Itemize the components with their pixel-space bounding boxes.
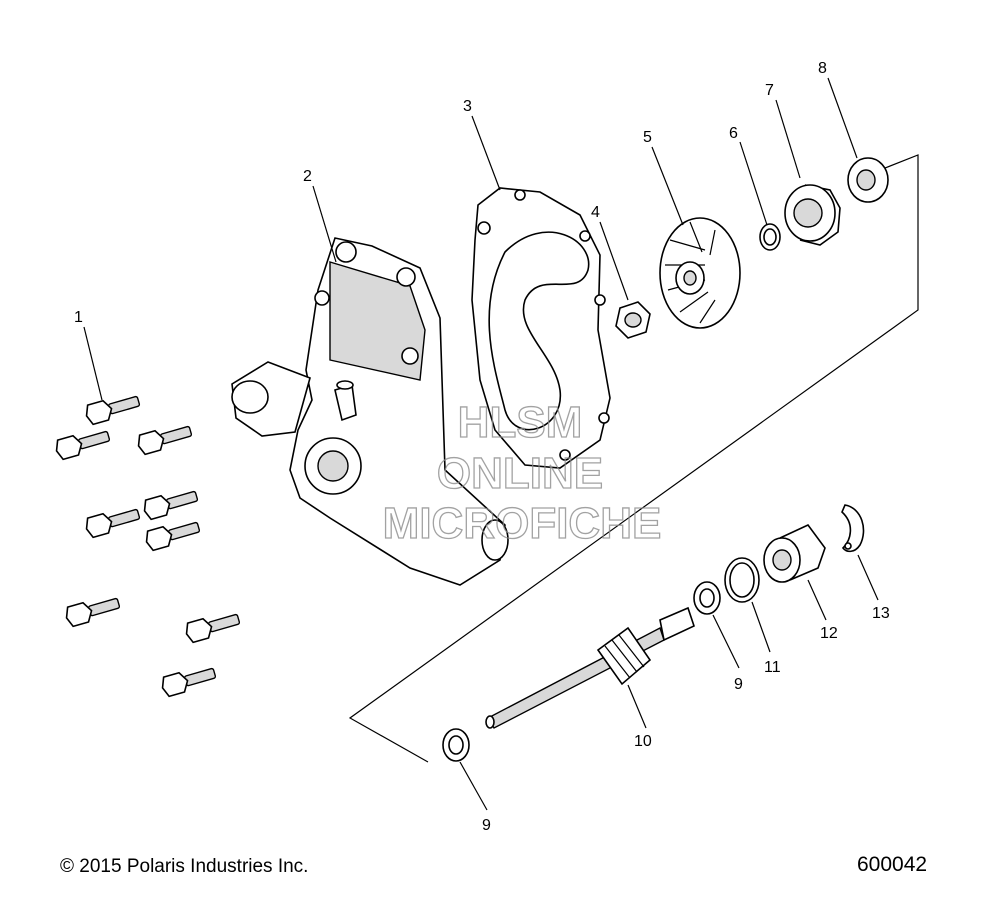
bolt xyxy=(143,490,199,521)
retaining-ring xyxy=(841,504,865,553)
callout-6: 6 xyxy=(729,125,738,142)
bolt xyxy=(65,597,121,628)
bearing xyxy=(763,523,826,583)
watermark-line-1: HLSM xyxy=(458,398,583,447)
pump-housing xyxy=(231,237,509,586)
callout-9-lower: 9 xyxy=(482,817,491,834)
pump-shaft xyxy=(485,606,695,729)
bolt-group xyxy=(55,395,241,698)
copyright-text: © 2015 Polaris Industries Inc. xyxy=(60,856,309,877)
bolt xyxy=(85,395,141,426)
bolt xyxy=(185,613,241,644)
callout-8: 8 xyxy=(818,60,827,77)
callout-11: 11 xyxy=(764,659,781,676)
bolt xyxy=(145,521,201,552)
seal xyxy=(784,184,841,246)
callout-2: 2 xyxy=(303,168,312,185)
gasket xyxy=(471,187,611,469)
callout-1: 1 xyxy=(74,309,83,326)
callout-labels: 1 2 3 4 5 6 7 8 9 10 9 11 12 13 xyxy=(74,60,890,834)
bolt xyxy=(85,508,141,539)
watermark-line-3: MICROFICHE xyxy=(383,499,662,548)
callout-12: 12 xyxy=(820,625,838,642)
callout-9-upper: 9 xyxy=(734,676,743,693)
bolt xyxy=(55,430,111,461)
callout-10: 10 xyxy=(634,733,652,750)
o-ring-large xyxy=(724,557,760,603)
impeller-nut xyxy=(615,301,651,339)
leader-lines xyxy=(83,77,879,811)
bolt xyxy=(137,425,193,456)
washer-lower xyxy=(442,728,470,762)
bolt xyxy=(161,667,217,698)
figure-number: 600042 xyxy=(857,853,928,876)
watermark-line-2: ONLINE xyxy=(437,449,603,498)
washer-upper xyxy=(693,581,721,615)
callout-4: 4 xyxy=(591,204,600,221)
o-ring xyxy=(759,223,781,251)
callout-13: 13 xyxy=(872,605,890,622)
impeller xyxy=(659,217,741,329)
callout-5: 5 xyxy=(643,129,652,146)
seal-washer xyxy=(847,157,889,203)
callout-7: 7 xyxy=(765,82,774,99)
callout-3: 3 xyxy=(463,98,472,115)
watermark: HLSM ONLINE MICROFICHE xyxy=(382,397,662,548)
